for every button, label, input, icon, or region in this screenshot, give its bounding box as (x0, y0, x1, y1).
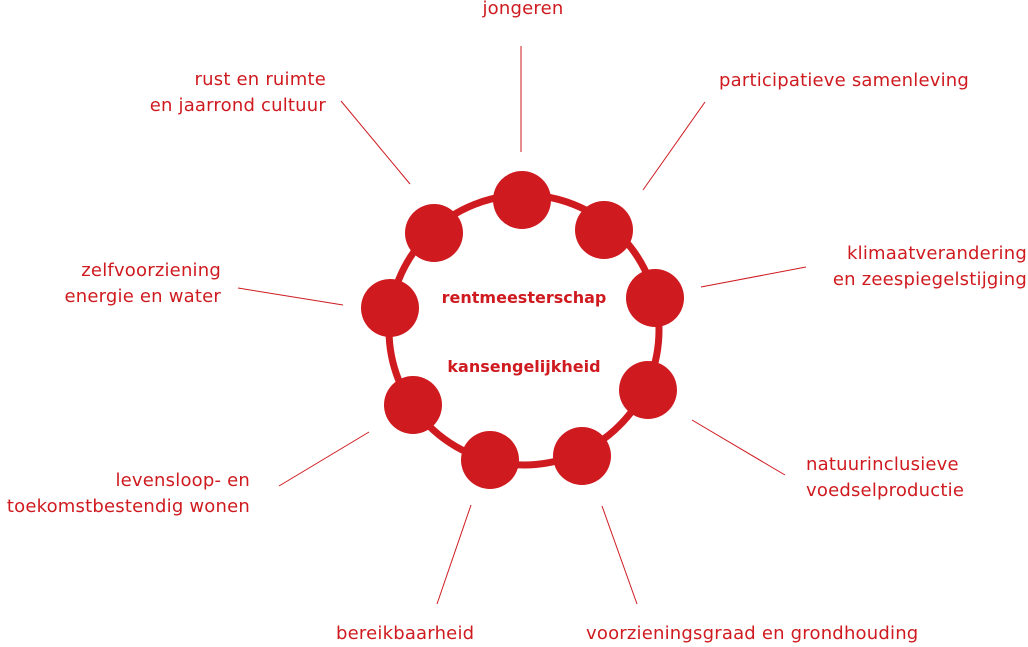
label-natuurinclusieve: natuurinclusieve voedselproductie (806, 454, 965, 501)
connector-line-9 (340, 100, 411, 185)
ring-node-3 (626, 269, 684, 327)
label-jongeren: jongeren (482, 0, 564, 19)
ring-node-6 (461, 431, 519, 489)
connector-line-6 (436, 504, 472, 605)
connector-line-7 (278, 431, 370, 487)
connector-line-4 (691, 419, 786, 476)
connector-line-5 (601, 505, 638, 605)
connector-line-8 (237, 287, 344, 306)
connector-line-2 (642, 101, 706, 191)
label-bereikbaarheid: bereikbaarheid (336, 623, 475, 644)
ring-node-4 (619, 361, 677, 419)
connector-line-3 (700, 266, 807, 288)
connector-lines (237, 46, 807, 605)
ring-node-8 (361, 279, 419, 337)
ring-node-7 (384, 376, 442, 434)
ring-node-1 (493, 171, 551, 229)
label-voorzieningsgraad: voorzieningsgraad en grondhouding (586, 623, 919, 644)
ring-node-2 (575, 201, 633, 259)
ring-node-5 (553, 427, 611, 485)
label-participatieve-samenleving: participatieve samenleving (719, 70, 970, 91)
center-label-kansengelijkheid: kansengelijkheid (447, 357, 601, 376)
label-rust-en-ruimte: rust en ruimte en jaarrond cultuur (149, 69, 326, 116)
label-levensloop: levensloop- en toekomstbestendig wonen (6, 470, 250, 517)
ring-node-9 (405, 204, 463, 262)
label-klimaatverandering: klimaatverandering en zeespiegelstijging (832, 243, 1027, 290)
ring-nodes (361, 171, 684, 489)
center-label-rentmeesterschap: rentmeesterschap (441, 288, 607, 307)
label-zelfvoorziening: zelfvoorziening energie en water (64, 260, 221, 307)
